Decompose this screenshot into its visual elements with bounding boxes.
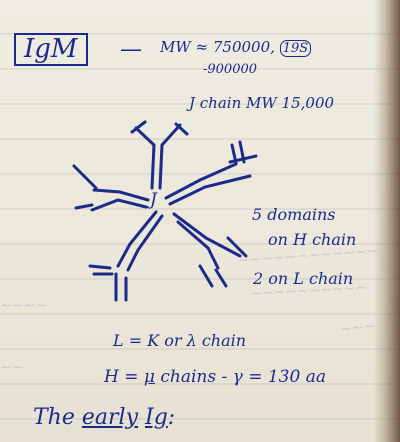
bleed-through-text: ~~~~ [0, 298, 47, 314]
early-colon: : [167, 405, 176, 430]
antibody-arm-top [134, 126, 156, 190]
antibody-arm-upper-right [164, 162, 238, 200]
early-ig: Ig [145, 405, 168, 430]
early-word: early [81, 405, 138, 430]
antibody-arm-left [92, 188, 150, 202]
domains-h-chain-cont: on H chain [268, 230, 357, 249]
heavy-chain-prefix: H = [104, 367, 139, 387]
early-prefix: The [33, 405, 75, 430]
heavy-chain-suffix: chains - γ = 130 aa [160, 367, 326, 387]
domains-l-chain: 2 on L chain [253, 269, 354, 288]
sedimentation-coefficient: 19S [279, 40, 312, 57]
domains-h-chain: 5 domains [252, 205, 336, 224]
j-chain-note: J chain MW 15,000 [189, 94, 335, 112]
title-text: IgM [24, 34, 78, 64]
heavy-chain-definition: H = μ chains - γ = 130 aa [104, 367, 326, 387]
molecular-weight: MW ≈ 750000, [160, 38, 275, 56]
molecular-weight-alt: -900000 [203, 62, 258, 77]
antibody-arm-lower-left [116, 210, 158, 268]
early-ig-heading: The early Ig: [33, 405, 175, 430]
note-title: IgM [14, 33, 88, 66]
bleed-through-text: ~~ [0, 360, 24, 376]
antibody-arm-lower-right [172, 212, 242, 258]
j-chain-label: J [150, 190, 157, 210]
molecular-weight-line: MW ≈ 750000, 19S [160, 38, 312, 57]
notebook-binding-edge [374, 0, 400, 442]
antibody-arm-top [158, 123, 182, 190]
light-chain-definition: L = K or λ chain [113, 331, 247, 350]
title-dash: — [120, 37, 142, 62]
mu-symbol: μ [143, 367, 155, 387]
